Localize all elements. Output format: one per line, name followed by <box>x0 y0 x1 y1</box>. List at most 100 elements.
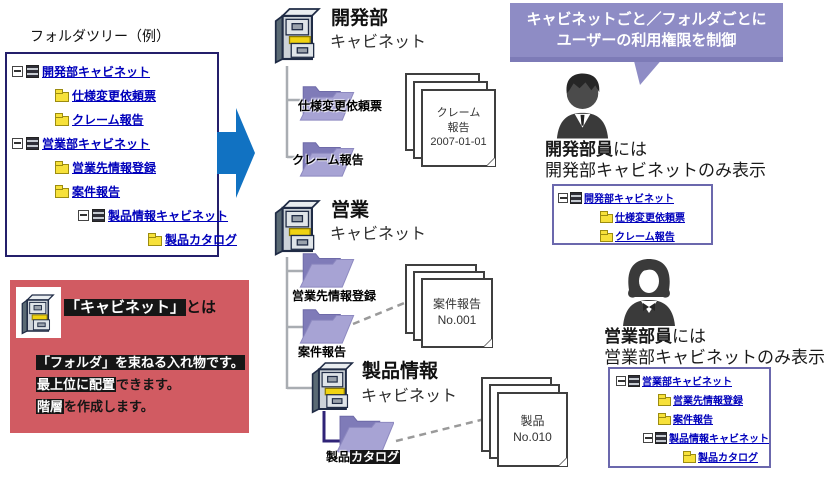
folder-icon <box>299 86 355 121</box>
document-text: クレーム <box>436 107 481 120</box>
user-folder-tree: 営業部キャビネット 営業先情報登録 案件報告 製品情報キャビネット 製品カタログ <box>608 367 771 468</box>
folder-mini-icon <box>55 184 69 198</box>
user-caption-rest: には <box>613 140 647 159</box>
document-text: 製品 <box>520 413 545 428</box>
document-text: No.001 <box>437 313 477 327</box>
tree-link[interactable]: 営業部キャビネット <box>42 136 151 151</box>
document-text: 案件報告 <box>432 297 481 312</box>
tree-row: 仕様変更依頼票 <box>600 207 711 226</box>
folder-label: クレーム報告 <box>292 153 364 167</box>
folder-label-prefix: 製品 <box>326 450 351 464</box>
file-cabinet-icon <box>274 200 321 256</box>
folder-mini-icon <box>658 393 671 406</box>
user-caption-line1: 営業部員には <box>604 322 706 347</box>
tree-link[interactable]: 仕様変更依頼票 <box>72 88 157 103</box>
tree-link[interactable]: 製品情報キャビネット <box>108 208 229 223</box>
info-line-highlight: 「フォルダ」を束ねる入れ物です。 <box>36 355 245 370</box>
cabinet-title: 製品情報 <box>362 361 439 382</box>
tree-link[interactable]: 製品情報キャビネット <box>669 434 769 445</box>
tree-link[interactable]: 開発部キャビネット <box>584 194 674 205</box>
collapse-minus-icon[interactable] <box>78 209 89 221</box>
user-caption-line1: 開発部員には <box>545 135 647 160</box>
folder-icon <box>299 253 355 288</box>
cabinet-mini-icon <box>92 208 105 222</box>
folder-label: 営業先情報登録 <box>292 289 377 303</box>
info-title-rest: とは <box>186 299 217 316</box>
folder-label: 案件報告 <box>298 345 347 359</box>
cabinet-subtitle: キャビネット <box>330 226 427 243</box>
folder-label: 製品カタログ <box>326 448 401 465</box>
collapse-minus-icon[interactable] <box>12 65 23 77</box>
arrow-right-icon <box>217 108 255 198</box>
info-box-body: 「フォルダ」を束ねる入れ物です。 最上位に配置できます。 階層を作成します。 <box>36 352 245 418</box>
tree-link[interactable]: 営業先情報登録 <box>673 396 743 407</box>
document-text: 2007-01-01 <box>430 136 487 149</box>
tree-link[interactable]: 製品カタログ <box>698 453 758 464</box>
collapse-minus-icon[interactable] <box>643 432 653 443</box>
folder-mini-icon <box>600 229 613 242</box>
tree-row: 開発部キャビネット <box>12 59 217 83</box>
tree-row: 製品カタログ <box>148 227 237 251</box>
document-text: No.010 <box>513 429 552 444</box>
female-user-icon <box>623 259 675 326</box>
file-cabinet-icon <box>274 8 321 64</box>
info-box-title: 「キャビネット」とは <box>64 296 216 317</box>
tree-link[interactable]: 案件報告 <box>673 415 713 426</box>
page-fold-icon <box>484 339 492 347</box>
folder-tree-panel: 開発部キャビネット 仕様変更依頼票 クレーム報告 営業部キャビネット 営業先情報… <box>5 52 237 257</box>
collapse-minus-icon[interactable] <box>12 137 23 149</box>
cabinet-mini-icon <box>26 136 39 150</box>
cabinet-title: 開発部 <box>331 8 389 29</box>
folder-label: 仕様変更依頼票 <box>298 99 383 113</box>
tree-row: クレーム報告 <box>55 107 217 131</box>
collapse-minus-icon[interactable] <box>616 375 626 386</box>
tree-row: 営業部キャビネット <box>12 131 217 155</box>
page-fold-icon <box>487 158 495 166</box>
folder-mini-icon <box>600 210 613 223</box>
user-caption-line2: 開発部キャビネットのみ表示 <box>545 161 766 180</box>
user-caption-rest: には <box>672 327 706 346</box>
file-cabinet-icon <box>21 293 55 334</box>
info-line-highlight: 最上位に配置 <box>36 377 117 392</box>
tree-row: 仕様変更依頼票 <box>55 83 217 107</box>
male-user-icon <box>556 73 609 139</box>
cabinet-mini-icon <box>655 431 667 444</box>
tree-link[interactable]: 製品カタログ <box>165 232 238 247</box>
cabinet-subtitle: キャビネット <box>330 34 427 51</box>
cabinet-definition-box: 「キャビネット」とは 「フォルダ」を束ねる入れ物です。 最上位に配置できます。 … <box>10 280 249 433</box>
tree-link[interactable]: 営業部キャビネット <box>642 377 732 388</box>
folder-mini-icon <box>148 232 162 246</box>
user-name: 営業部員 <box>604 327 672 346</box>
tree-row: 製品情報キャビネット <box>78 203 228 227</box>
cabinet-mini-icon <box>26 64 39 78</box>
tree-row: 営業先情報登録 <box>55 155 217 179</box>
tree-link[interactable]: クレーム報告 <box>615 232 675 243</box>
folder-mini-icon <box>658 412 671 425</box>
collapse-minus-icon[interactable] <box>558 192 568 203</box>
tree-link[interactable]: 仕様変更依頼票 <box>615 213 685 224</box>
file-cabinet-icon <box>311 362 355 414</box>
tree-row: 案件報告 <box>55 179 217 203</box>
tree-link[interactable]: 営業先情報登録 <box>72 160 157 175</box>
tree-row: クレーム報告 <box>600 226 711 245</box>
folder-mini-icon <box>55 160 69 174</box>
tree-link[interactable]: 開発部キャビネット <box>42 64 151 79</box>
tree-link[interactable]: 案件報告 <box>72 184 121 199</box>
folder-mini-icon <box>683 450 696 463</box>
folder-label-highlight: カタログ <box>350 450 401 464</box>
folder-mini-icon <box>55 88 69 102</box>
info-line-highlight: 階層 <box>36 399 65 414</box>
cabinet-icon-tile <box>16 287 61 338</box>
document-text: 報告 <box>447 121 470 134</box>
cabinet-mini-icon <box>570 191 582 204</box>
info-line: 「フォルダ」を束ねる入れ物です。 <box>36 352 245 374</box>
tree-row: 営業部キャビネット <box>616 371 769 390</box>
info-title-highlight: 「キャビネット」 <box>64 299 187 316</box>
info-line: 階層を作成します。 <box>36 396 245 418</box>
info-line-rest: できます。 <box>116 377 180 392</box>
tree-link[interactable]: クレーム報告 <box>72 112 144 127</box>
info-line: 最上位に配置できます。 <box>36 374 245 396</box>
cabinet-title: 営業 <box>331 200 370 221</box>
